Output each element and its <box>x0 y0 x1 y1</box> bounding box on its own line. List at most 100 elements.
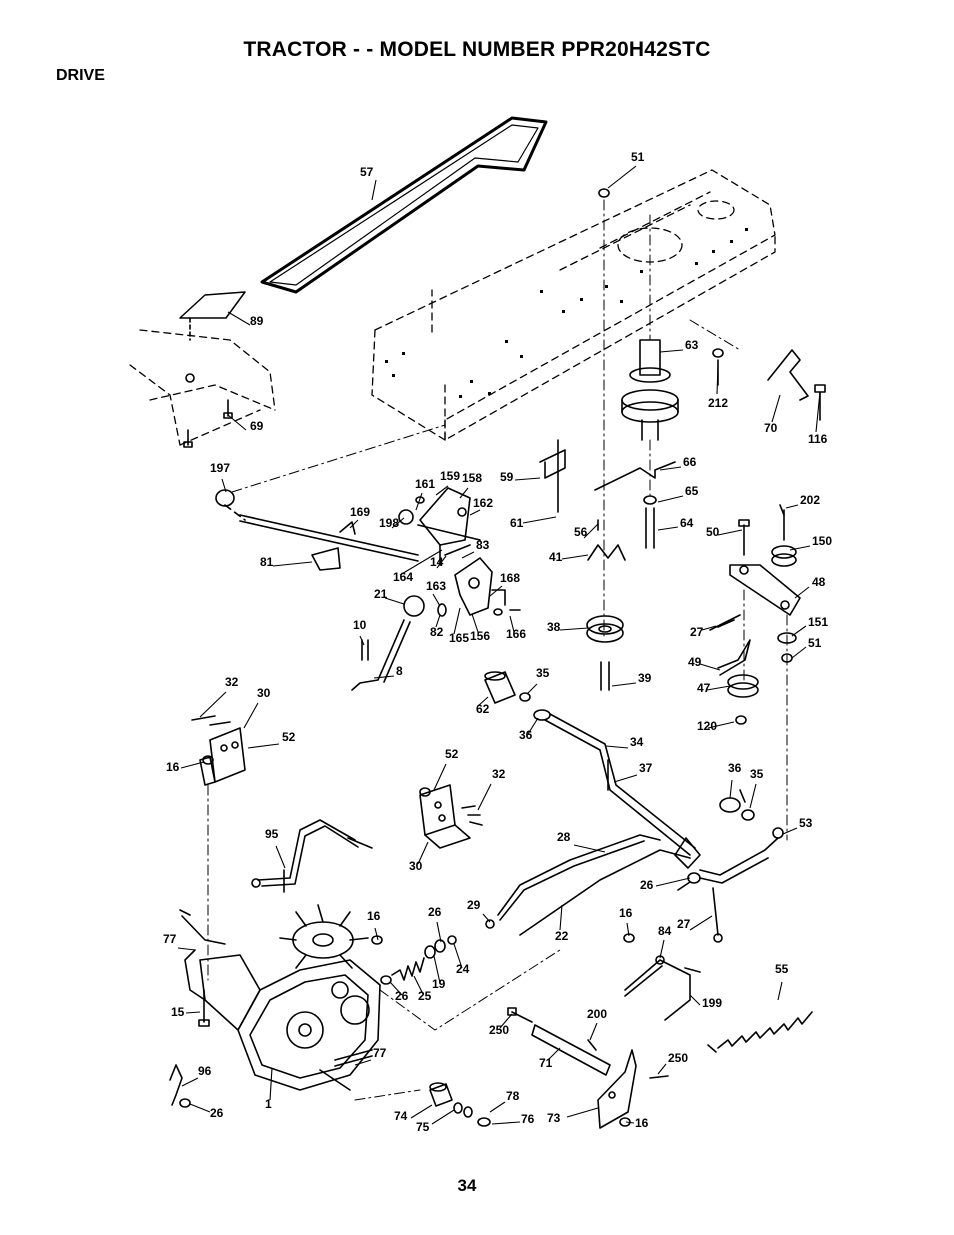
callout-168: 168 <box>500 571 520 585</box>
leader-line <box>275 845 286 869</box>
leader-line <box>707 721 735 729</box>
callout-162: 162 <box>473 496 493 510</box>
leader-line <box>522 516 557 524</box>
leader-line <box>514 477 541 481</box>
page-number: 34 <box>457 1176 477 1195</box>
callout-16: 16 <box>166 760 180 774</box>
callout-150: 150 <box>812 534 832 548</box>
leader-line <box>433 955 441 984</box>
leader-line <box>389 981 403 996</box>
callout-16: 16 <box>619 906 633 920</box>
cooling-fan <box>279 904 369 969</box>
callout-8: 8 <box>396 664 403 678</box>
leader-line <box>573 844 606 853</box>
callout-159: 159 <box>440 469 460 483</box>
callout-36: 36 <box>728 761 742 775</box>
leader-line <box>469 509 481 516</box>
leader-line <box>559 627 589 631</box>
callout-73: 73 <box>547 1111 561 1125</box>
brake-lever-199 <box>624 955 701 1021</box>
callout-28: 28 <box>557 830 571 844</box>
section-label: DRIVE <box>56 67 105 84</box>
leader-line <box>547 1047 561 1061</box>
leader-line <box>391 517 405 529</box>
callout-250: 250 <box>489 1023 509 1037</box>
leader-line <box>433 763 447 791</box>
callout-16: 16 <box>367 909 381 923</box>
rod-53 <box>699 837 779 876</box>
belt-guide-41 <box>587 544 626 561</box>
shift-shaft <box>544 713 696 856</box>
leader-line <box>729 779 733 799</box>
callout-27: 27 <box>690 625 704 639</box>
callout-76: 76 <box>521 1112 535 1126</box>
callout-21: 21 <box>374 587 388 601</box>
leader-line <box>526 683 538 695</box>
leader-line <box>491 1121 521 1125</box>
callout-22: 22 <box>555 929 569 943</box>
leader-line <box>659 939 665 959</box>
leader-line <box>432 593 441 607</box>
leader-line <box>561 554 589 560</box>
callout-36: 36 <box>519 728 533 742</box>
leader-line <box>227 414 247 431</box>
leader-line <box>777 981 783 1001</box>
spring-25 <box>391 957 425 981</box>
lever-95 <box>251 819 373 893</box>
leader-line <box>785 504 799 509</box>
leader-line <box>699 663 721 671</box>
leader-line <box>410 1104 433 1119</box>
callout-30: 30 <box>409 859 423 873</box>
leader-line <box>559 904 563 931</box>
leader-line <box>509 615 515 633</box>
drive-belt <box>260 116 548 294</box>
callout-70: 70 <box>764 421 778 435</box>
callout-200: 200 <box>587 1007 607 1021</box>
leader-line <box>791 646 807 659</box>
callout-161: 161 <box>415 477 435 491</box>
leader-line <box>413 975 424 995</box>
leader-line <box>659 466 682 471</box>
belt-guide-59 <box>539 449 566 479</box>
leader-line <box>415 492 423 511</box>
leader-line <box>435 614 441 628</box>
shift-lever <box>351 619 411 691</box>
callout-14: 14 <box>430 555 444 569</box>
leader-line <box>655 877 691 887</box>
control-rod-22 <box>519 849 691 936</box>
tractor-frame <box>371 169 776 441</box>
leader-line <box>453 943 463 969</box>
callout-39: 39 <box>638 671 652 685</box>
callout-16: 16 <box>635 1116 649 1130</box>
belt-guide-66 <box>594 461 676 491</box>
idler-arm <box>729 564 801 616</box>
callout-24: 24 <box>456 962 470 976</box>
callout-165: 165 <box>449 631 469 645</box>
callout-212: 212 <box>708 396 728 410</box>
callout-198: 198 <box>379 516 399 530</box>
leader-line <box>359 635 365 646</box>
leader-line <box>657 1063 667 1075</box>
callout-63: 63 <box>685 338 699 352</box>
callout-84: 84 <box>658 924 672 938</box>
leader-line <box>657 526 679 531</box>
belt-guide-49 <box>717 639 751 676</box>
callout-202: 202 <box>800 493 820 507</box>
callout-75: 75 <box>416 1120 430 1134</box>
callout-55: 55 <box>775 962 789 976</box>
callout-64: 64 <box>680 516 694 530</box>
leader-line <box>354 1059 372 1066</box>
leader-line <box>453 607 461 635</box>
brake-bracket-73 <box>597 1049 637 1129</box>
leader-line <box>399 549 443 576</box>
idler-pulley <box>586 615 624 691</box>
callout-61: 61 <box>510 516 524 530</box>
leader-line <box>583 523 599 539</box>
callout-47: 47 <box>697 681 711 695</box>
callout-151: 151 <box>808 615 828 629</box>
brake-rod-71 <box>531 1024 611 1076</box>
callout-158: 158 <box>462 471 482 485</box>
fender-panel <box>129 329 276 446</box>
callout-69: 69 <box>250 419 264 433</box>
